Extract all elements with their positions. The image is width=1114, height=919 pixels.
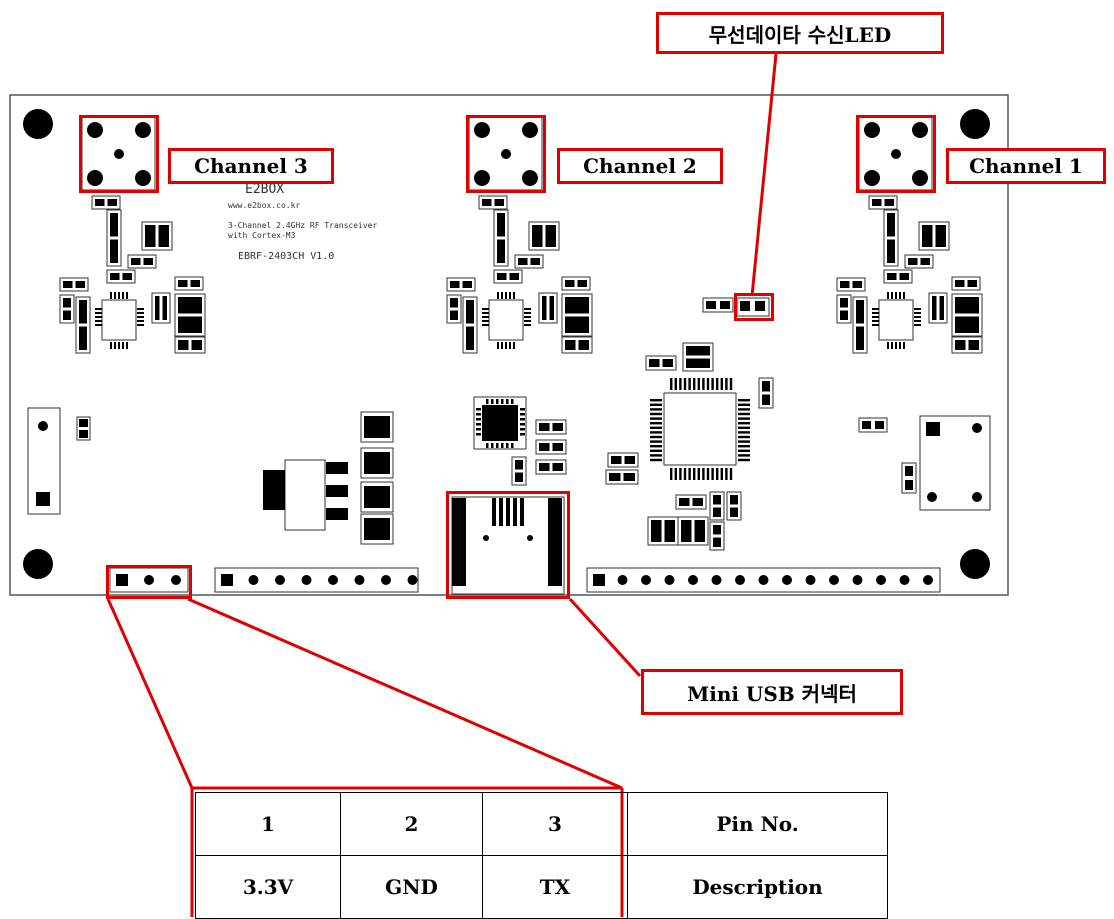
- silk-model: EBRF-2403CH V1.0: [238, 251, 334, 262]
- channel3-pad: [81, 116, 156, 191]
- channel2-pad: [468, 116, 543, 191]
- mini-usb-footprint: [451, 496, 565, 595]
- table-header-cell: Pin No.: [627, 792, 888, 856]
- led-row: [702, 297, 770, 317]
- rf-cluster: [59, 195, 206, 354]
- rf-cluster: [446, 195, 593, 354]
- usb-bridge-chip: [473, 396, 527, 450]
- table-row: 1 2 3 Pin No.: [195, 792, 888, 856]
- rx-led-label: 무선데이타 수신LED: [656, 12, 944, 54]
- channel1-label: Channel 1: [946, 148, 1106, 184]
- usb-label: Mini USB 커넥터: [641, 669, 903, 715]
- channel2-label: Channel 2: [557, 148, 723, 184]
- pin-headers: [109, 567, 941, 593]
- silk-logo: E2BOX: [245, 182, 284, 197]
- silk-desc2: with Cortex-M3: [228, 231, 296, 240]
- silk-desc1: 3-Channel 2.4GHz RF Transceiver: [228, 221, 377, 230]
- mounting-holes: [23, 109, 990, 579]
- reset-switch: [858, 415, 991, 511]
- left-header: [27, 407, 91, 515]
- silkscreen: E2BOX www.e2box.co.kr 3-Channel 2.4GHz R…: [228, 182, 377, 262]
- mcu-passives: [511, 342, 774, 551]
- channel2-highlight: [466, 115, 546, 193]
- silk-url: www.e2box.co.kr: [228, 201, 300, 210]
- table-cell: GND: [340, 855, 483, 919]
- channel3-label: Channel 3: [168, 148, 334, 184]
- usb-highlight: [446, 491, 570, 599]
- table-cell: 1: [195, 792, 341, 856]
- rf-cluster: [836, 195, 983, 354]
- channel3-highlight: [79, 115, 159, 193]
- mcu-chip: [650, 378, 750, 480]
- channel1-highlight: [856, 115, 936, 193]
- rx-led-highlight: [734, 293, 774, 321]
- table-row: 3.3V GND TX Description: [195, 855, 888, 919]
- table-cell: 3: [482, 792, 628, 856]
- table-cell: TX: [482, 855, 628, 919]
- uart-header-highlight: [106, 565, 192, 599]
- table-header-cell: Description: [627, 855, 888, 919]
- rf-component-clusters: [59, 195, 983, 551]
- voltage-regulator: [263, 411, 394, 545]
- channel1-pad: [858, 116, 933, 191]
- table-cell: 2: [340, 792, 483, 856]
- pin-description-table: 1 2 3 Pin No. 3.3V GND TX Description: [195, 792, 888, 919]
- table-cell: 3.3V: [195, 855, 341, 919]
